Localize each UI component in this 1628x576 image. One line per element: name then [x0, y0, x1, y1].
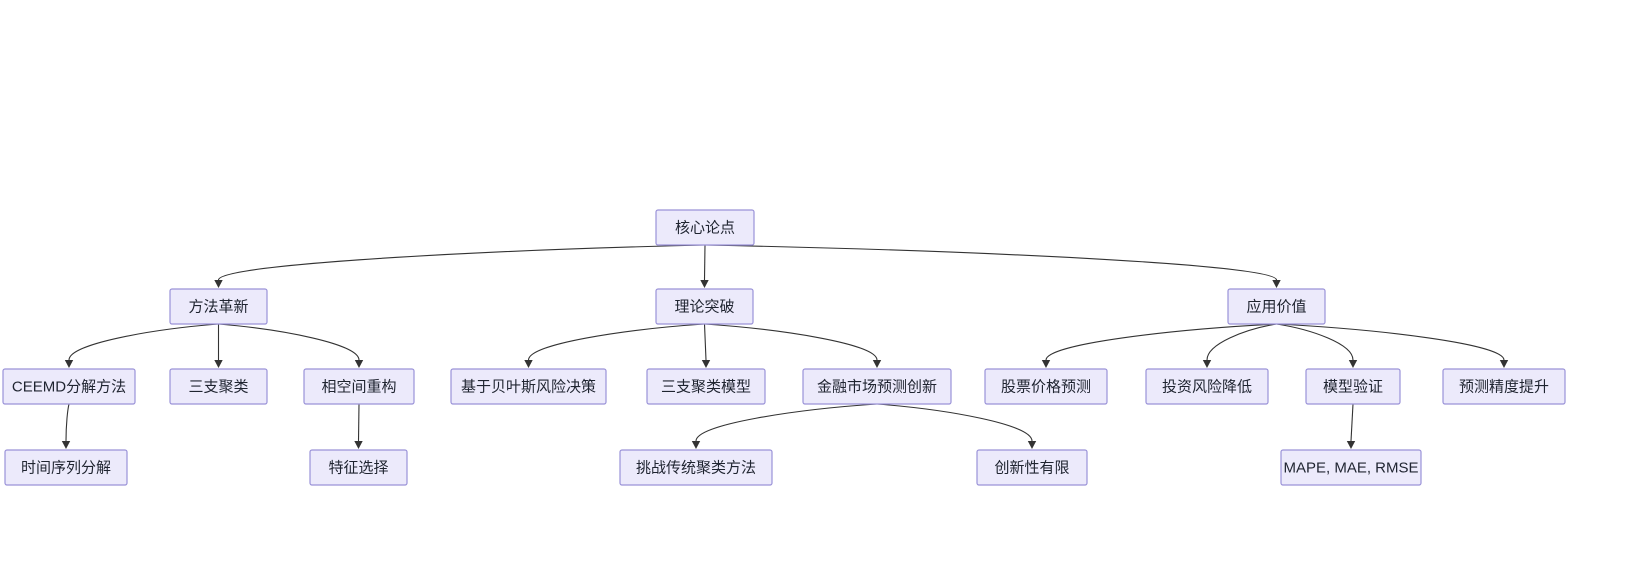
- arrowhead-icon: [700, 280, 709, 288]
- arrowhead-icon: [1027, 441, 1037, 449]
- node-box[interactable]: [646, 368, 766, 405]
- arrowhead-icon: [354, 441, 363, 449]
- node-c1[interactable]: CEEMD分解方法: [2, 368, 136, 405]
- arrowhead-icon: [214, 360, 223, 368]
- edge-c6-to-d4: [876, 403, 1033, 442]
- node-box[interactable]: [976, 449, 1088, 486]
- arrowhead-icon: [691, 441, 701, 449]
- node-box[interactable]: [655, 288, 754, 325]
- arrowhead-icon: [1202, 360, 1212, 368]
- node-box[interactable]: [1442, 368, 1566, 405]
- arrowhead-icon: [1499, 360, 1509, 368]
- edge-c1-to-d1: [65, 403, 70, 442]
- edge-b3-to-c9: [1276, 323, 1354, 361]
- edge-b1-to-c1: [68, 323, 219, 361]
- edge-b3-to-c10: [1276, 323, 1505, 361]
- node-c8[interactable]: 投资风险降低: [1145, 368, 1269, 405]
- node-c9[interactable]: 模型验证: [1305, 368, 1401, 405]
- node-b3[interactable]: 应用价值: [1227, 288, 1326, 325]
- arrowhead-icon: [701, 360, 711, 368]
- node-b2[interactable]: 理论突破: [655, 288, 754, 325]
- node-c3[interactable]: 相空间重构: [303, 368, 415, 405]
- edge-b2-to-c4: [527, 323, 705, 361]
- node-root[interactable]: 核心论点: [655, 209, 755, 246]
- edge-b2-to-c6: [704, 323, 878, 361]
- node-box[interactable]: [303, 368, 415, 405]
- edge-b1-to-c3: [218, 323, 360, 361]
- edge-root-to-b2: [703, 244, 706, 281]
- edge-c6-to-d3: [695, 403, 878, 442]
- edge-c3-to-d2: [357, 403, 360, 442]
- node-c2[interactable]: 三支聚类: [169, 368, 268, 405]
- nodes-layer: 核心论点方法革新 理论突破 应用价值 CEEMD分解方法三支聚类相空间重构基于贝叶斯风…: [2, 209, 1566, 486]
- node-c7[interactable]: 股票价格预测: [984, 368, 1108, 405]
- node-box[interactable]: [1280, 449, 1422, 486]
- node-d3[interactable]: 挑战传统聚类方法: [619, 449, 773, 486]
- arrowhead-icon: [872, 360, 882, 368]
- arrowhead-icon: [214, 280, 223, 288]
- node-d4[interactable]: 创新性有限: [976, 449, 1088, 486]
- edge-root-to-b1: [217, 244, 706, 281]
- edges-layer: [61, 244, 1509, 449]
- node-box[interactable]: [802, 368, 952, 405]
- node-d2[interactable]: 特征选择: [309, 449, 408, 486]
- node-b1[interactable]: 方法革新: [169, 288, 268, 325]
- node-box[interactable]: [1227, 288, 1326, 325]
- node-c5[interactable]: 三支聚类模型: [646, 368, 766, 405]
- node-box[interactable]: [309, 449, 408, 486]
- arrowhead-icon: [61, 441, 71, 449]
- node-box[interactable]: [169, 368, 268, 405]
- arrowhead-icon: [64, 360, 74, 368]
- arrowhead-icon: [1346, 441, 1356, 449]
- node-box[interactable]: [619, 449, 773, 486]
- node-box[interactable]: [655, 209, 755, 246]
- node-box[interactable]: [169, 288, 268, 325]
- node-c10[interactable]: 预测精度提升: [1442, 368, 1566, 405]
- edge-root-to-b3: [704, 244, 1278, 281]
- node-box[interactable]: [4, 449, 128, 486]
- arrowhead-icon: [1348, 360, 1358, 368]
- edge-b3-to-c7: [1045, 323, 1277, 361]
- node-box[interactable]: [1305, 368, 1401, 405]
- node-box[interactable]: [984, 368, 1108, 405]
- edge-b3-to-c8: [1206, 323, 1277, 361]
- node-c4[interactable]: 基于贝叶斯风险决策: [450, 368, 607, 405]
- edge-b2-to-c5: [703, 323, 707, 361]
- node-box[interactable]: [450, 368, 607, 405]
- node-box[interactable]: [1145, 368, 1269, 405]
- arrowhead-icon: [354, 360, 364, 368]
- arrowhead-icon: [524, 360, 533, 368]
- node-d1[interactable]: 时间序列分解: [4, 449, 128, 486]
- node-d5[interactable]: MAPE, MAE, RMSE: [1280, 449, 1422, 486]
- node-c6[interactable]: 金融市场预测创新: [802, 368, 952, 405]
- edge-c9-to-d5: [1350, 403, 1354, 442]
- node-box[interactable]: [2, 368, 136, 405]
- arrowhead-icon: [1041, 360, 1051, 368]
- arrowhead-icon: [1272, 280, 1281, 288]
